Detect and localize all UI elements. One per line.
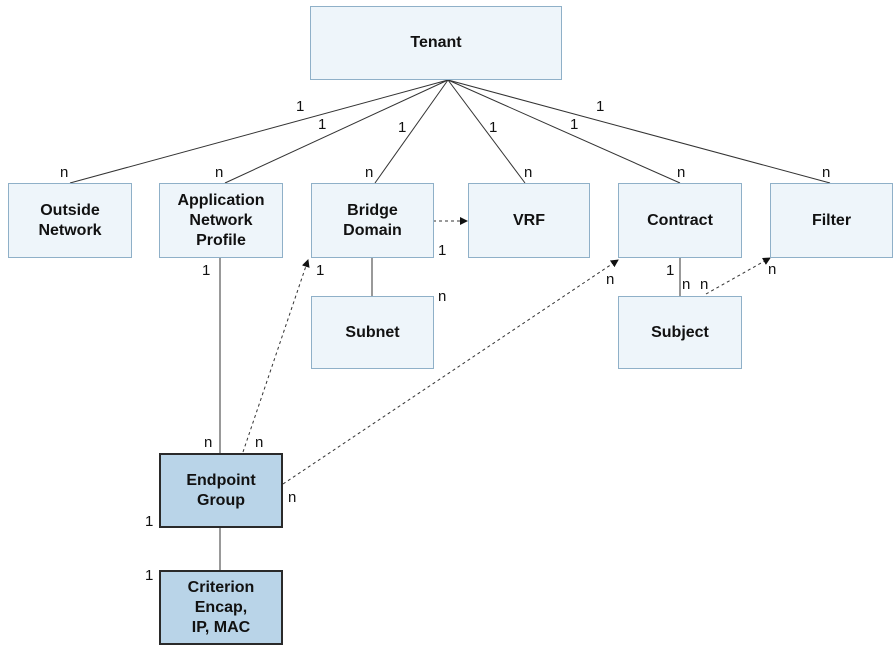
cardinality-label: n [255,434,264,451]
cardinality-label: 1 [145,567,154,584]
application-network-profile-box: Application Network Profile [159,183,283,258]
cardinality-label: 1 [318,116,327,133]
cardinality-label: 1 [438,242,447,259]
cardinality-label: n [700,276,709,293]
tenant-vrf-line [447,79,526,184]
cardinality-label: n [438,288,447,305]
subnet-box: Subnet [311,296,434,369]
bridge-domain-box: Bridge Domain [311,183,434,258]
endpoint-group-box: Endpoint Group [159,453,283,528]
cardinality-label: 1 [398,119,407,136]
filter-box: Filter [770,183,893,258]
cardinality-label: n [365,164,374,181]
tenant-filter-line [447,79,831,184]
cardinality-label: n [204,434,213,451]
epg-bd-arrow [242,259,310,453]
tenant-bridge-domain-line [374,79,449,184]
cardinality-label: 1 [489,119,498,136]
subject-box: Subject [618,296,742,369]
cardinality-label: 1 [666,262,675,279]
cardinality-label: 1 [145,513,154,530]
contract-box: Contract [618,183,742,258]
cardinality-label: n [682,276,691,293]
criterion-box: Criterion Encap, IP, MAC [159,570,283,645]
cardinality-label: 1 [316,262,325,279]
cardinality-label: n [215,164,224,181]
vrf-box: VRF [468,183,590,258]
cardinality-label: 1 [202,262,211,279]
cardinality-label: n [606,271,615,288]
cardinality-label: n [677,164,686,181]
outside-network-box: Outside Network [8,183,132,258]
cardinality-label: 1 [570,116,579,133]
cardinality-label: n [60,164,69,181]
subject-filter-arrow [705,257,771,295]
tenant-app-profile-line [224,79,449,184]
tenant-outside-line [69,79,449,184]
cardinality-label: n [768,261,777,278]
cardinality-label: 1 [296,98,305,115]
cardinality-label: 1 [596,98,605,115]
cardinality-label: n [822,164,831,181]
cardinality-label: n [288,489,297,506]
cardinality-label: n [524,164,533,181]
tenant-contract-line [447,79,681,184]
epg-contract-arrow [282,259,619,485]
tenant-box: Tenant [310,6,562,80]
